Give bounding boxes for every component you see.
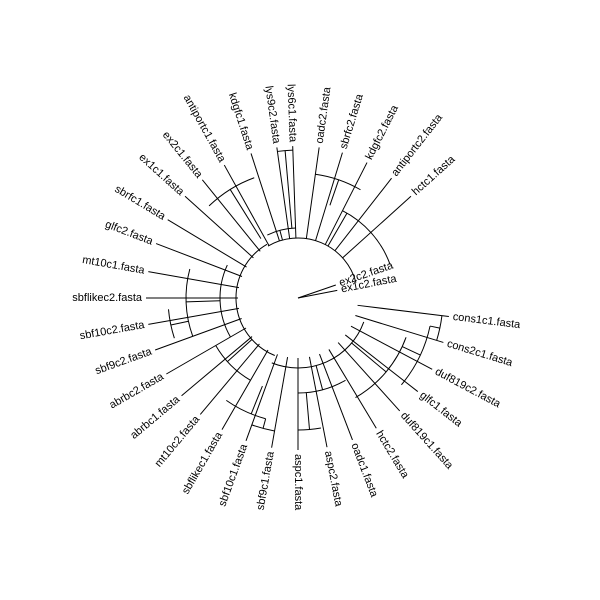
leaf-branch-24 [271, 357, 289, 448]
leaf-label: oadc1.fasta [348, 441, 380, 499]
leaf-branch-0 [297, 289, 338, 299]
leaf-label: oadc2.fasta [314, 85, 334, 144]
internal-branch-3 [227, 339, 253, 362]
leaf-branch-19 [166, 327, 247, 375]
leaf-branch-3 [334, 177, 392, 252]
leaf-branch-11 [201, 179, 261, 252]
clade-arc-top [267, 237, 357, 283]
leaf-branch-20 [181, 336, 253, 397]
clade-arc-b1 [215, 345, 251, 381]
leaf-label: sbrfc2.fasta [338, 92, 366, 151]
leaf-branch-6 [305, 147, 320, 239]
leaf-label: hctc2.fasta [373, 429, 411, 482]
internal-branch-1 [279, 230, 283, 241]
leaf-label: abrbc2.fasta [107, 370, 166, 411]
leaf-branch-29 [337, 342, 401, 412]
leaf-branch-31 [350, 325, 433, 370]
internal-branch-12 [284, 150, 293, 229]
clade-arc-l1 [219, 264, 231, 338]
leaf-branch-8 [276, 147, 291, 239]
internal-branch-13 [229, 189, 262, 239]
leaf-branch-26 [308, 356, 328, 448]
leaf-labels: ex1c2.fastaex2c2.fastahctc1.fastaantipor… [72, 84, 522, 511]
leaf-label: aspc2.fasta [322, 450, 345, 508]
leaf-branch-27 [319, 353, 353, 441]
leaf-label: mt10c1.fasta [81, 254, 146, 277]
internal-branch-9 [402, 346, 421, 356]
leaf-label: cons2c1.fasta [445, 338, 514, 370]
leaf-branch-17 [148, 307, 239, 325]
leaf-branch-30 [344, 334, 419, 392]
leaf-branch-13 [167, 219, 247, 268]
leaf-label: aspc1.fasta [292, 454, 304, 511]
clade-arc-left [235, 243, 275, 356]
leaf-label: sbf9c2.fasta [94, 345, 155, 377]
leaf-branch-21 [199, 343, 260, 415]
internal-branch-14 [170, 320, 189, 326]
leaf-label: glfc2.fasta [103, 218, 155, 247]
leaf-branch-15 [148, 271, 239, 289]
leaf-branch-10 [223, 164, 270, 246]
internal-branch-15 [262, 418, 267, 429]
clade-arc-b2 [226, 399, 266, 420]
leaf-branch-9 [250, 153, 280, 242]
leaf-label: sbflikec2.fasta [72, 292, 143, 304]
leaf-branch-4 [324, 162, 368, 245]
leaf-label: sbf10c2.fasta [79, 319, 146, 342]
leaf-label: lys9c2.fasta [262, 85, 282, 145]
leaf-label: kdgfc2.fasta [363, 103, 401, 162]
leaf-branch-5 [315, 152, 343, 241]
clade-arc-l2 [185, 268, 194, 337]
leaf-label: sbrfc1.fasta [113, 183, 169, 223]
leaf-branch-2 [342, 195, 412, 259]
internal-branch-10 [429, 325, 440, 329]
clade-arc-t5 [208, 177, 255, 207]
leaf-branch-18 [154, 318, 242, 351]
leaf-branch-32 [355, 315, 444, 343]
internal-branch-5 [250, 385, 263, 415]
internal-branch-0 [327, 212, 348, 247]
leaf-label: glfc1.fasta [417, 389, 465, 430]
leaf-branch-1 [297, 284, 336, 299]
leaf-label: sbf9c1.fasta [255, 450, 277, 511]
leaf-label: hctc1.fasta [410, 153, 458, 198]
leaf-label: lys6c1.fasta [285, 84, 299, 143]
internal-branch-7 [315, 365, 324, 390]
leaf-label: cons1c1.fasta [452, 311, 522, 331]
tree-branches [146, 146, 449, 450]
leaf-branch-22 [221, 349, 269, 430]
leaf-branch-12 [184, 195, 254, 259]
clade-arc-t1 [267, 227, 296, 236]
leaf-branch-14 [155, 243, 243, 277]
clade-arc-t2 [342, 210, 391, 265]
leaf-branch-23 [245, 354, 278, 442]
leaf-branch-28 [328, 349, 377, 429]
internal-branch-6 [351, 342, 387, 373]
leaf-branch-33 [357, 304, 449, 318]
clade-arc-bottom [271, 321, 365, 369]
leaf-label: kdgfc1.fasta [226, 91, 256, 152]
leaf-branch-7 [292, 146, 297, 239]
leaf-label: sbf10c1.fasta [217, 442, 251, 508]
clade-arc-l3 [167, 309, 175, 339]
internal-branch-8 [305, 392, 310, 430]
internal-branch-4 [186, 300, 221, 303]
internal-branch-11 [329, 179, 340, 206]
